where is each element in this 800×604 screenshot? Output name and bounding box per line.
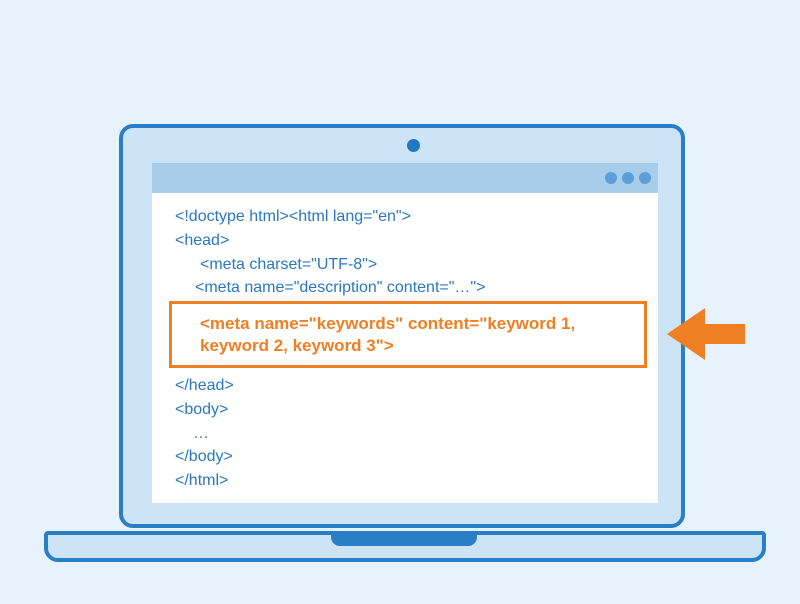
code-line-meta-description: <meta name="description" content="…">	[195, 279, 486, 296]
arrow-left-icon	[667, 308, 745, 360]
code-line-head-close: </head>	[175, 377, 234, 394]
keywords-highlight-box	[169, 301, 647, 368]
code-line-meta-keywords-1: <meta name="keywords" content="keyword 1…	[200, 314, 576, 333]
code-line-ellipsis: …	[193, 425, 209, 442]
code-line-html-close: </html>	[175, 472, 229, 489]
window-dot-2	[622, 172, 634, 184]
code-line-head-open: <head>	[175, 232, 230, 249]
window-dot-1	[605, 172, 617, 184]
code-line-meta-charset: <meta charset="UTF-8">	[200, 256, 378, 273]
code-line-body-close: </body>	[175, 448, 233, 465]
browser-titlebar	[152, 163, 658, 193]
window-dot-3	[639, 172, 651, 184]
laptop-notch	[331, 531, 477, 546]
browser-window	[152, 163, 658, 503]
camera-icon	[407, 139, 420, 152]
code-line-body-open: <body>	[175, 401, 229, 418]
code-line-doctype: <!doctype html><html lang="en">	[175, 208, 411, 225]
code-line-meta-keywords-2: keyword 2, keyword 3">	[200, 336, 394, 355]
